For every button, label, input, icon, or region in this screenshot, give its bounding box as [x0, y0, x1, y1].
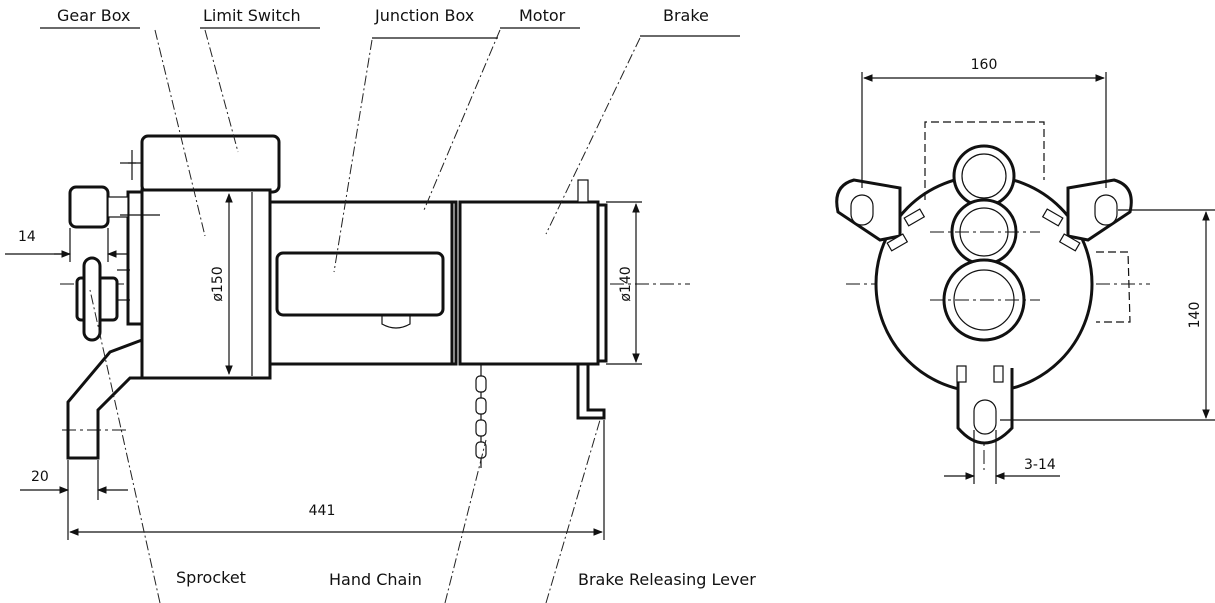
dim-d140: ø140 — [618, 266, 634, 301]
brake-lever-top — [577, 179, 589, 203]
dim-140-vertical: 140 — [1187, 302, 1203, 329]
label-hand-chain: Hand Chain — [329, 570, 422, 589]
brake-body — [458, 200, 600, 366]
label-gear-box: Gear Box — [57, 6, 130, 25]
knob — [68, 185, 110, 229]
label-motor: Motor — [519, 6, 566, 25]
dim-441: 441 — [309, 503, 336, 519]
leader-motor — [423, 29, 501, 211]
label-junction-box: Junction Box — [374, 6, 474, 25]
label-sprocket: Sprocket — [176, 568, 246, 587]
label-brake-releasing-lever: Brake Releasing Lever — [578, 570, 756, 589]
gear-box-flange — [126, 190, 144, 326]
leader-brake — [545, 37, 641, 235]
end-view: 160 140 3-14 — [835, 57, 1215, 484]
leader-hand-chain — [444, 439, 487, 603]
end-circle-top — [952, 144, 1016, 208]
label-limit-switch: Limit Switch — [203, 6, 301, 25]
hand-chain — [475, 364, 487, 468]
junction-box-body — [275, 251, 445, 317]
dim-3-14: 3-14 — [1024, 457, 1056, 473]
leader-gear-box — [154, 29, 206, 237]
label-brake: Brake — [663, 6, 709, 25]
dim-20: 20 — [31, 469, 49, 485]
leader-limit-switch — [204, 29, 239, 153]
brake-end-cap — [596, 203, 608, 363]
leader-junction-box — [333, 39, 373, 273]
dim-d150: ø150 — [210, 266, 226, 301]
limit-switch-body — [140, 134, 281, 194]
leader-brake-lever — [545, 419, 601, 603]
side-view: ø150 ø140 14 20 441 Gear Box Limit Switc… — [5, 6, 756, 603]
brake-lever-bottom — [576, 362, 606, 420]
gear-box-body — [140, 188, 272, 380]
chain-guide — [66, 337, 144, 460]
dim-14: 14 — [18, 229, 36, 245]
dim-160: 160 — [971, 57, 998, 73]
